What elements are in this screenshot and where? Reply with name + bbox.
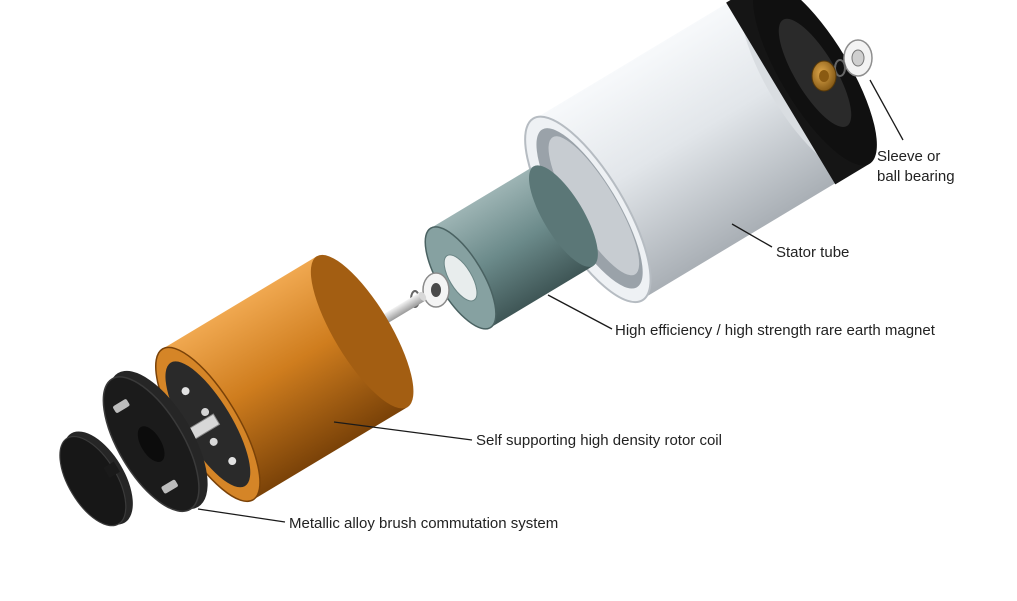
bearing-label-line1: Sleeve or — [877, 148, 940, 165]
magnet-label: High efficiency / high strength rare ear… — [615, 322, 936, 339]
bearing-label-line2: ball bearing — [877, 168, 955, 185]
commutation-leader — [197, 508, 286, 523]
rotor-label: Self supporting high density rotor coil — [476, 432, 722, 449]
commutation-label: Metallic alloy brush commutation system — [289, 515, 558, 532]
rear-bearing-set — [811, 39, 873, 92]
stator-label: Stator tube — [776, 244, 849, 261]
rotor-coil — [154, 254, 414, 503]
stator-leader — [731, 223, 773, 248]
bearing-leader — [869, 79, 904, 141]
rare-earth-magnet — [424, 165, 598, 330]
rotor-leader — [333, 421, 473, 441]
magnet-leader — [547, 294, 613, 330]
brush-commutation-discs — [59, 370, 208, 527]
leader-lines — [197, 79, 904, 523]
